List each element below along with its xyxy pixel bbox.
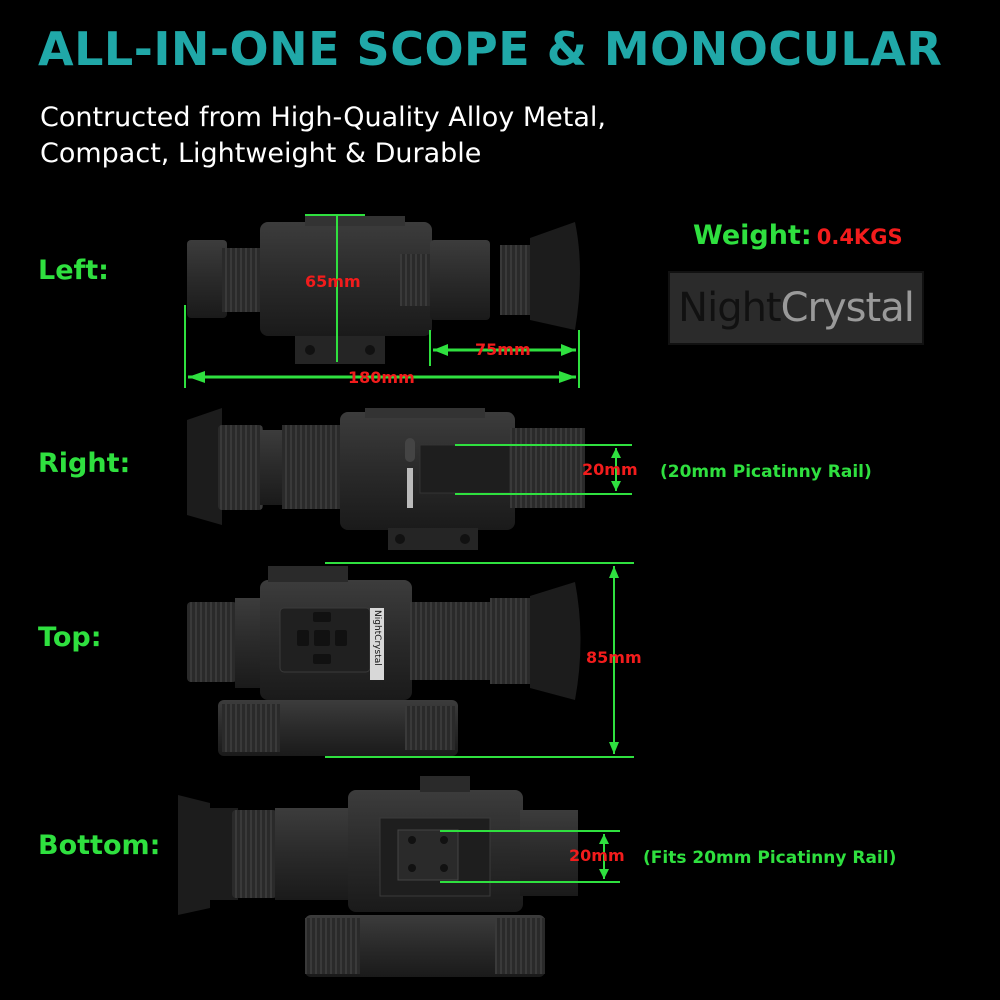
weight-label: Weight: xyxy=(693,220,812,251)
rail-note-bottom: (Fits 20mm Picatinny Rail) xyxy=(643,848,897,868)
scope-right-view xyxy=(187,408,632,550)
weight-spec: Weight: 0.4KGS xyxy=(693,220,903,251)
view-label-top: Top: xyxy=(38,622,102,653)
scope-bottom-view xyxy=(178,776,620,977)
view-label-left: Left: xyxy=(38,255,109,286)
view-label-bottom: Bottom: xyxy=(38,830,161,861)
subtitle-line-2: Compact, Lightweight & Durable xyxy=(40,138,482,169)
logo-text-night: Night xyxy=(678,285,781,331)
dim-height-label: 65mm xyxy=(305,272,361,291)
dim-eyepiece-label: 75mm xyxy=(475,340,531,359)
subtitle-line-1: Contructed from High-Quality Alloy Metal… xyxy=(40,102,606,133)
rail-note-right: (20mm Picatinny Rail) xyxy=(660,462,872,482)
logo-text-crystal: Crystal xyxy=(780,285,915,331)
dim-length-label: 180mm xyxy=(348,368,415,387)
device-brand-text: NightCrystal xyxy=(372,610,382,666)
page-title: ALL-IN-ONE SCOPE & MONOCULAR xyxy=(38,22,943,76)
dim-rail-right-label: 20mm xyxy=(582,460,638,479)
dim-width-label: 85mm xyxy=(586,648,642,667)
view-label-right: Right: xyxy=(38,448,131,479)
weight-value: 0.4KGS xyxy=(816,225,903,249)
dim-rail-bottom-label: 20mm xyxy=(569,846,625,865)
scope-top-view xyxy=(187,562,634,758)
scope-left-view xyxy=(184,214,580,388)
